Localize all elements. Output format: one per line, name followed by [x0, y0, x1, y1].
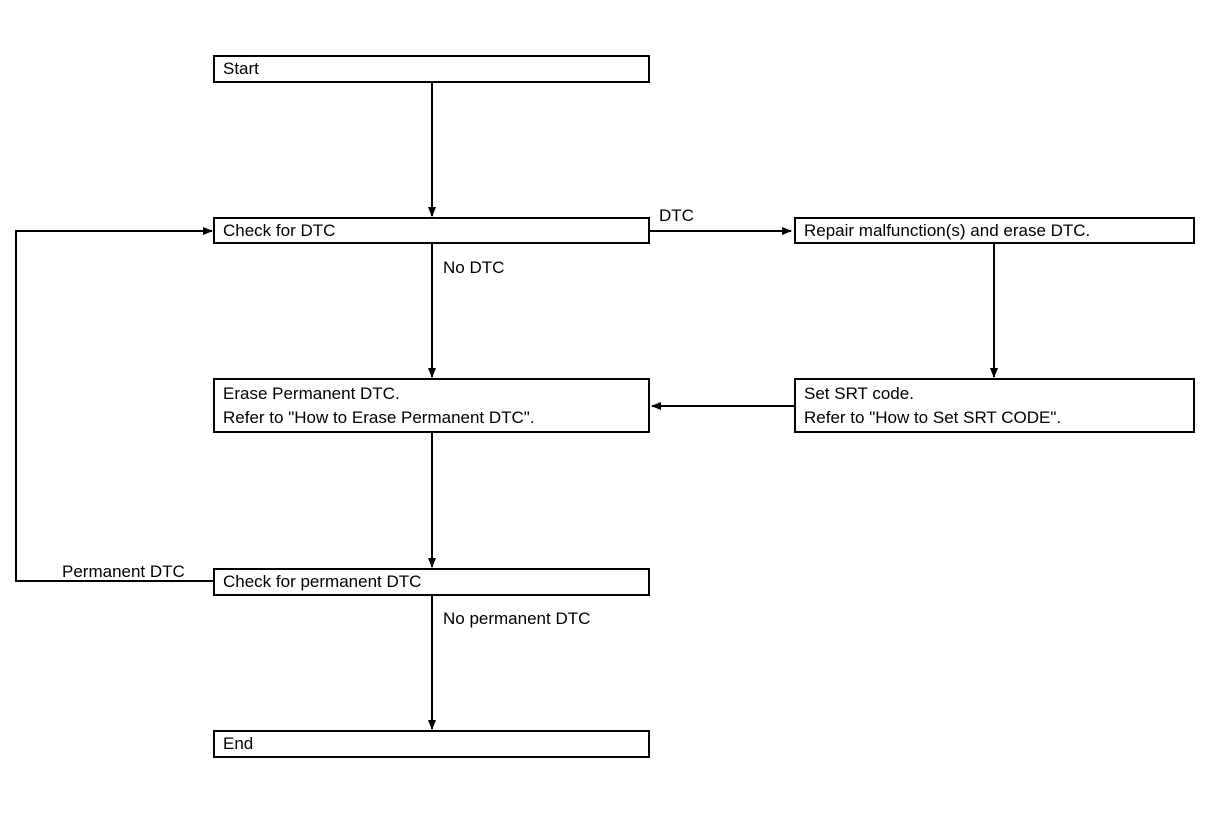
check-dtc-box: Check for DTC: [213, 217, 650, 244]
erase-permanent-dtc-line2: Refer to "How to Erase Permanent DTC".: [223, 408, 535, 427]
edge-label-permanent-dtc: Permanent DTC: [62, 562, 185, 581]
set-srt-code-line2: Refer to "How to Set SRT CODE".: [804, 408, 1062, 427]
erase-permanent-dtc-box: Erase Permanent DTC. Refer to "How to Er…: [213, 378, 650, 433]
repair-label: Repair malfunction(s) and erase DTC.: [804, 221, 1091, 240]
erase-permanent-dtc-line1: Erase Permanent DTC.: [223, 384, 400, 403]
repair-box: Repair malfunction(s) and erase DTC.: [794, 217, 1195, 244]
check-permanent-dtc-box: Check for permanent DTC: [213, 568, 650, 596]
set-srt-code-box: Set SRT code. Refer to "How to Set SRT C…: [794, 378, 1195, 433]
edge-label-no-permanent-dtc: No permanent DTC: [443, 609, 591, 628]
end-box: End: [213, 730, 650, 758]
check-dtc-label: Check for DTC: [223, 221, 336, 240]
end-label: End: [223, 734, 254, 753]
edge-label-dtc: DTC: [659, 206, 694, 225]
start-box: Start: [213, 55, 650, 83]
set-srt-code-line1: Set SRT code.: [804, 384, 914, 403]
start-label: Start: [223, 59, 259, 78]
edge-label-no-dtc: No DTC: [443, 258, 505, 277]
loop-permanent-dtc-back-to-check-dtc: [15, 227, 214, 582]
check-permanent-dtc-label: Check for permanent DTC: [223, 572, 422, 591]
